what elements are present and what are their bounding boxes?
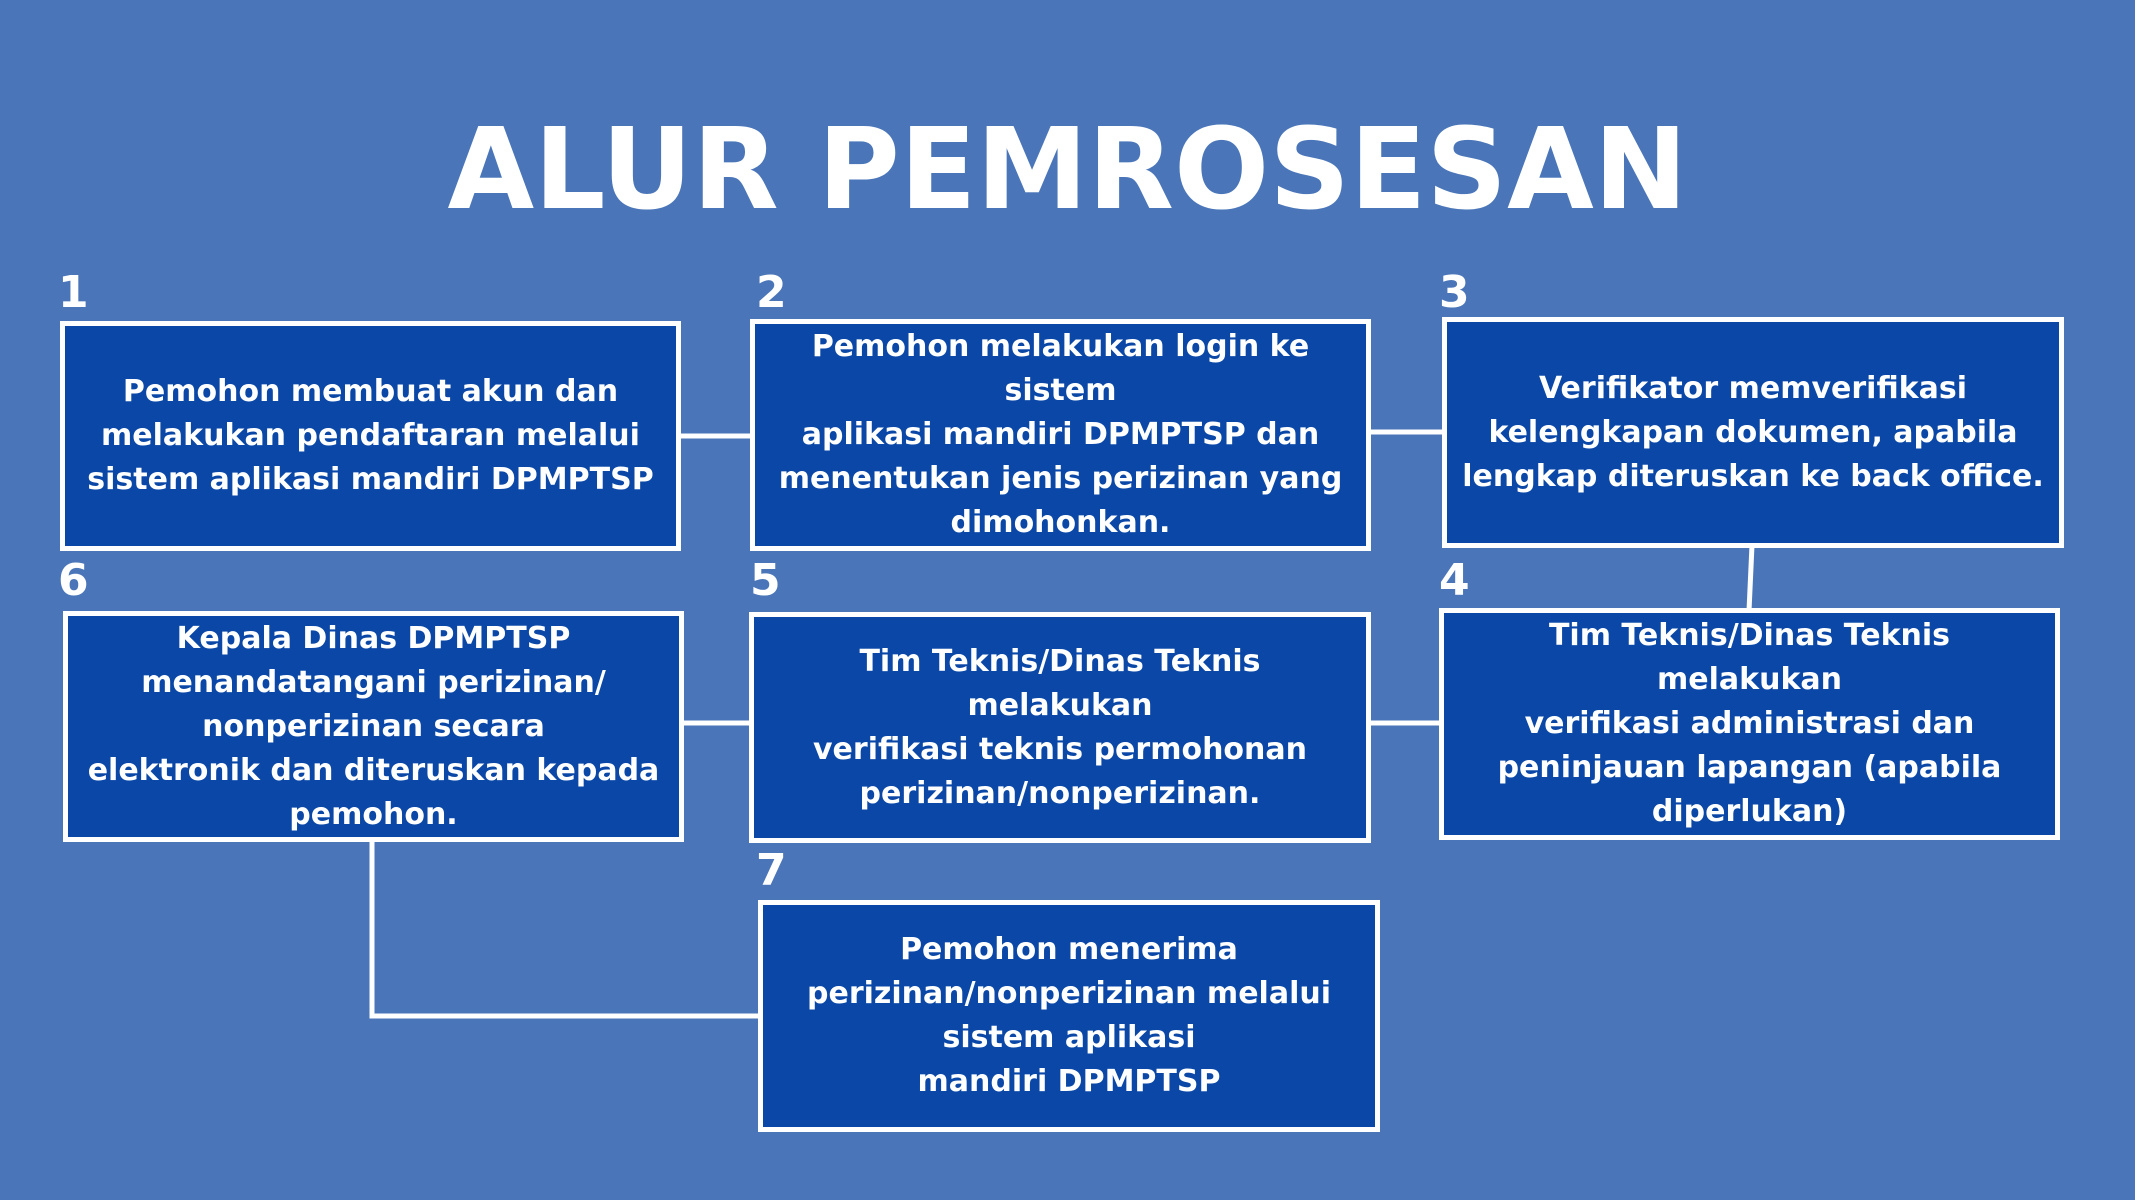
step-text-2: Pemohon melakukan login ke sistem aplika…	[778, 329, 1343, 540]
step-text-6: Kepala Dinas DPMPTSP menandatangani peri…	[87, 620, 660, 832]
step-box-7: Pemohon menerima perizinan/nonperizinan …	[758, 900, 1380, 1132]
step-number-6: 6	[58, 555, 89, 606]
step-text-1: Pemohon membuat akun dan melakukan penda…	[87, 374, 654, 497]
step-number-5: 5	[750, 555, 781, 606]
step-number-1: 1	[58, 267, 89, 318]
step-number-4: 4	[1439, 555, 1470, 606]
step-box-4: Tim Teknis/Dinas Teknis melakukan verifi…	[1439, 608, 2060, 840]
step-box-1: Pemohon membuat akun dan melakukan penda…	[60, 321, 681, 551]
step-text-3: Verifikator memverifikasi kelengkapan do…	[1462, 370, 2044, 494]
step-text-5: Tim Teknis/Dinas Teknis melakukan verifi…	[813, 643, 1307, 811]
step-number-2: 2	[756, 267, 787, 318]
step-box-5: Tim Teknis/Dinas Teknis melakukan verifi…	[749, 612, 1371, 843]
step-box-6: Kepala Dinas DPMPTSP menandatangani peri…	[63, 611, 684, 842]
step-text-7: Pemohon menerima perizinan/nonperizinan …	[807, 932, 1331, 1099]
step-number-3: 3	[1439, 267, 1470, 318]
connector-3-4	[1746, 544, 1755, 612]
step-box-2: Pemohon melakukan login ke sistem aplika…	[750, 319, 1371, 551]
step-box-3: Verifikator memverifikasi kelengkapan do…	[1442, 317, 2064, 548]
step-text-4: Tim Teknis/Dinas Teknis melakukan verifi…	[1497, 618, 2002, 829]
step-number-7: 7	[756, 845, 787, 896]
connector-6-7	[369, 838, 761, 1019]
diagram-title: ALUR PEMROSESAN	[447, 105, 1688, 235]
